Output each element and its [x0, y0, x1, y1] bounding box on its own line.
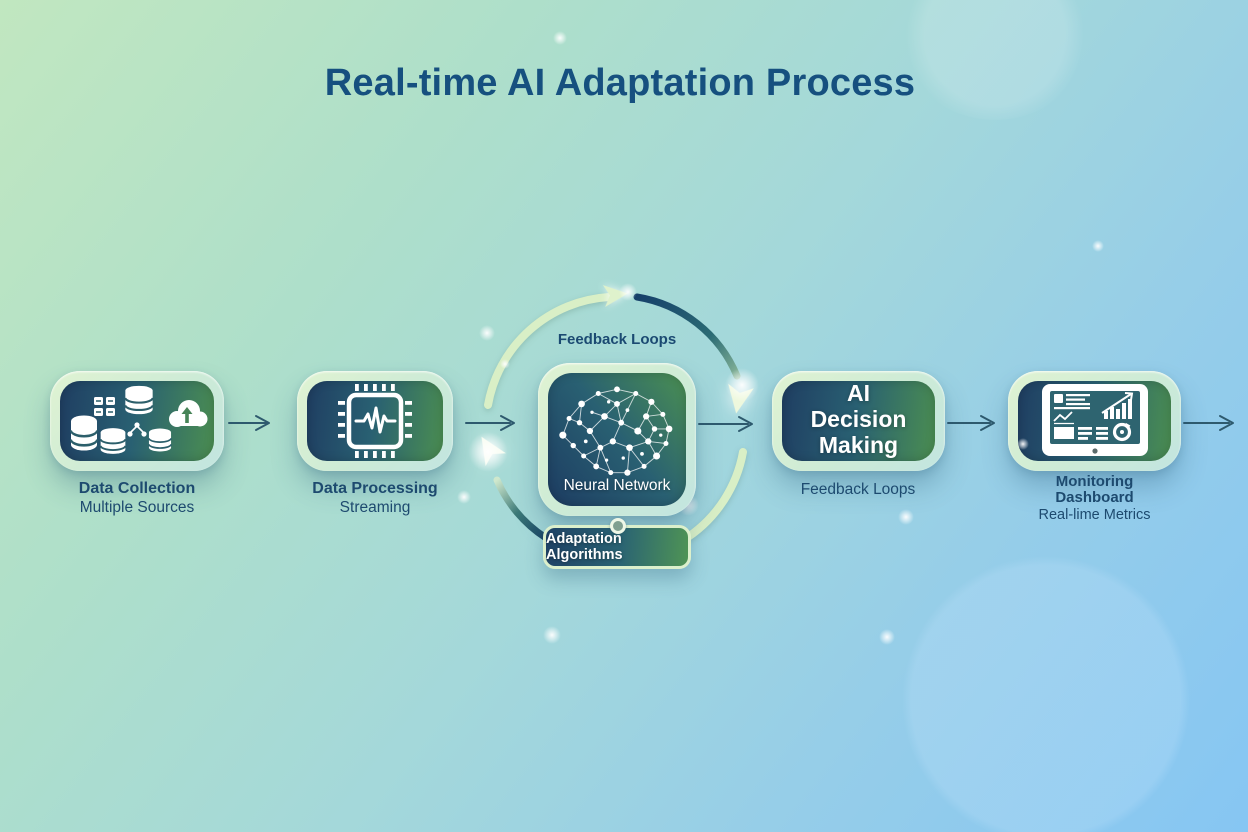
- loop-cursor-arrow: [481, 436, 506, 466]
- node-inner-label: Neural Network: [563, 477, 671, 494]
- loop-arrowhead-right: [728, 383, 754, 414]
- flow-arrow: [228, 415, 270, 431]
- connector-dot: [610, 518, 626, 534]
- databases-cloud-icon: [69, 384, 208, 455]
- node-subtitle: Multiple Sources: [79, 498, 195, 516]
- node-data-processing: [297, 371, 453, 471]
- node-label-data-collection: Data Collection Multiple Sources: [47, 479, 227, 518]
- node-label-monitoring: Monitoring Dashboard Real-lime Metrics: [1024, 473, 1165, 523]
- node-label-ai-decision: Feedback Loops: [768, 481, 948, 500]
- node-title: Monitoring Dashboard: [1055, 473, 1134, 507]
- node-panel: Neural Network: [548, 373, 686, 506]
- node-subtitle: Real-lime Metrics: [1038, 506, 1151, 523]
- node-data-collection: [50, 371, 224, 471]
- node-title: Data Collection: [78, 480, 196, 497]
- node-panel: [307, 381, 443, 461]
- flow-arrow: [465, 415, 515, 431]
- node-subtitle: Streaming: [339, 498, 411, 516]
- node-neural-network: Neural Network: [538, 363, 696, 516]
- node-inner-label: AI Decision Making: [810, 381, 907, 458]
- feedback-loop-arc: [481, 285, 754, 542]
- cloud-upload-icon: [169, 400, 208, 427]
- flow-arrow: [698, 416, 753, 432]
- flow-arrow: [947, 415, 995, 431]
- chip-icon: [338, 384, 412, 458]
- brain-network-icon: [559, 386, 673, 476]
- adaptation-algorithms-label: Adaptation Algorithms: [546, 531, 623, 563]
- node-subtitle: Feedback Loops: [800, 481, 916, 498]
- page-title: Real-time AI Adaptation Process: [324, 62, 916, 104]
- node-panel: AI Decision Making: [782, 381, 935, 461]
- flow-arrow: [1183, 415, 1234, 431]
- feedback-loops-top-label: Feedback Loops: [557, 331, 677, 348]
- node-label-data-processing: Data Processing Streaming: [285, 479, 465, 518]
- node-monitoring-dashboard: [1008, 371, 1181, 471]
- node-panel: [1018, 381, 1171, 461]
- node-title: Data Processing: [312, 480, 438, 497]
- branch-icon: [127, 422, 147, 437]
- node-ai-decision-making: AI Decision Making: [772, 371, 945, 471]
- dashboard-tablet-icon: [1042, 384, 1148, 456]
- node-panel: [60, 381, 214, 461]
- loop-arrowhead-top: [602, 285, 628, 307]
